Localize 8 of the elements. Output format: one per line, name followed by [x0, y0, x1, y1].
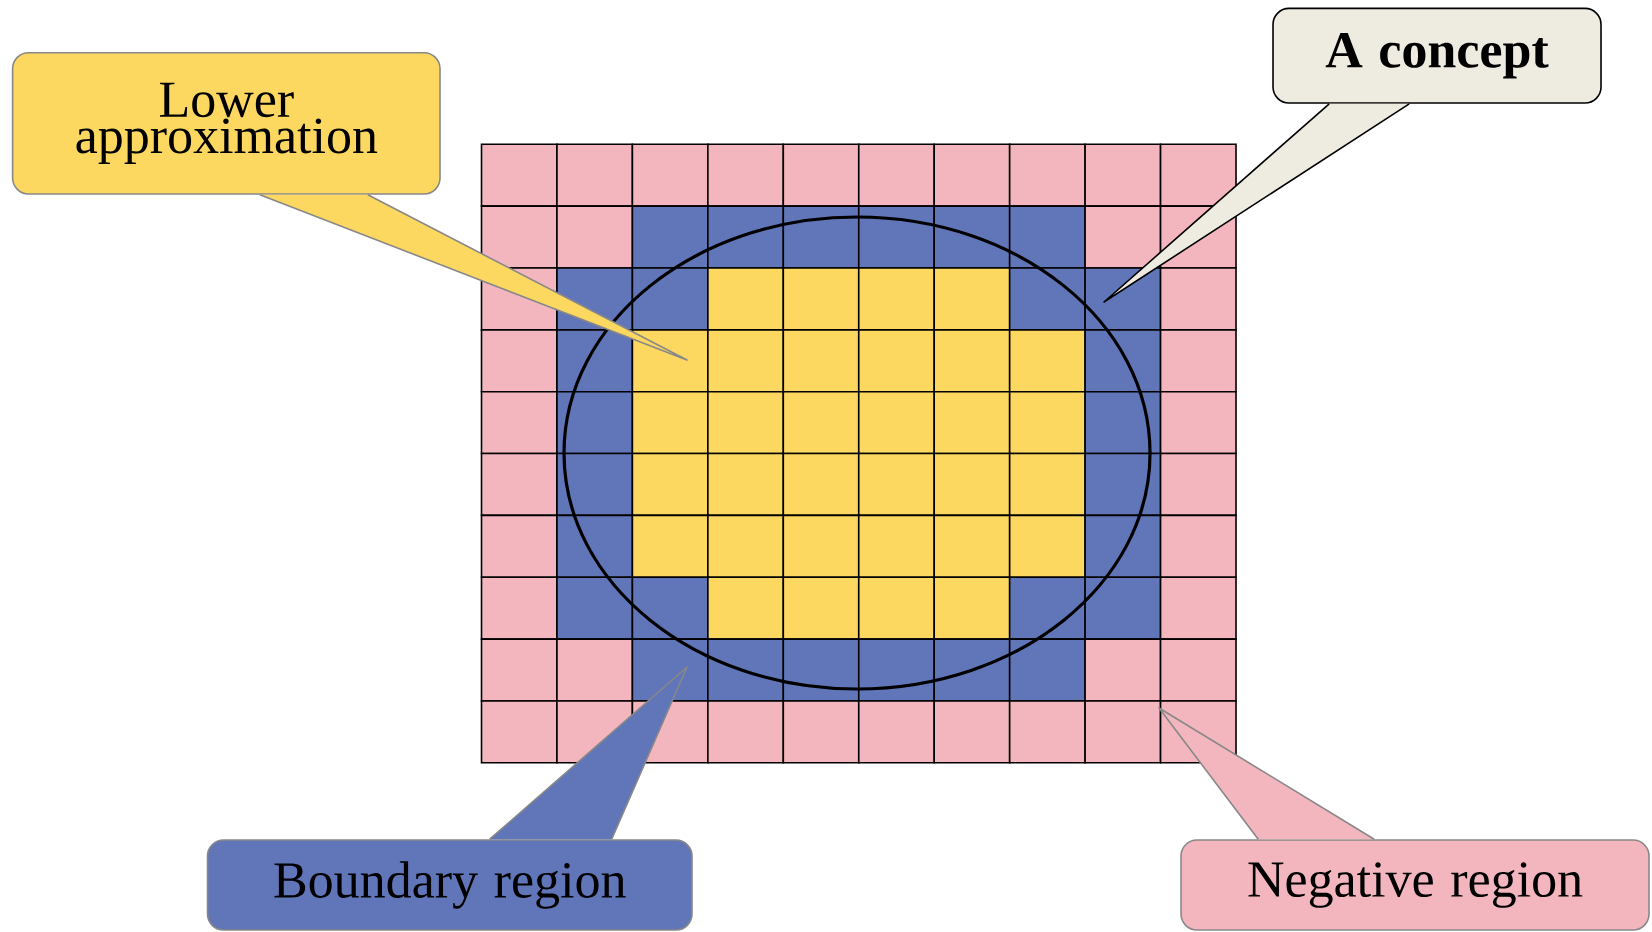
callout-pointer — [259, 194, 688, 361]
callout-pointer — [1103, 103, 1410, 303]
callout-box: A concept — [1272, 7, 1602, 104]
callout-box: Boundary region — [206, 839, 693, 931]
callout-pointer — [1158, 707, 1375, 840]
callout-box: Negative region — [1180, 839, 1650, 931]
callout-pointer — [488, 666, 688, 840]
callout-box: Lower approximation — [11, 51, 441, 195]
